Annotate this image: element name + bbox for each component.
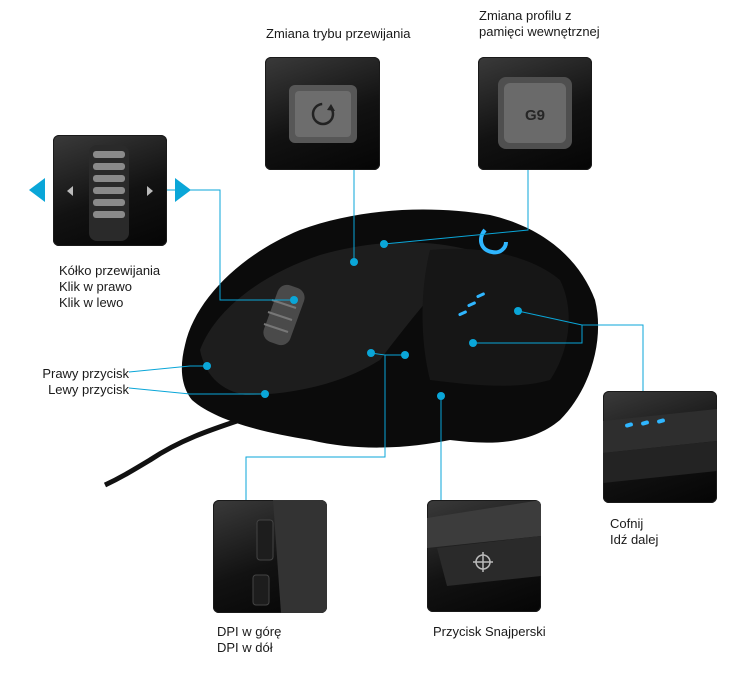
thumb-back-forward [603,391,717,503]
scroll-mode-icon [311,102,335,126]
crosshair-icon [473,552,493,572]
thumb-profile-button: G9 [478,57,592,170]
label-scroll-mode: Zmiana trybu przewijania [266,26,411,41]
g9-badge: G9 [525,107,545,124]
thumb-scroll-mode-button [265,57,380,170]
thumb-dpi-buttons [213,500,327,613]
tilt-left-icon [29,178,45,202]
label-main-buttons: Prawy przycisk Lewy przycisk [42,366,129,397]
scroll-wheel-closeup [67,145,153,241]
label-dpi: DPI w górę DPI w dół [217,624,282,655]
thumb-sniper-button [427,500,541,612]
label-scroll-wheel: Kółko przewijania Klik w prawo Klik w le… [59,263,161,310]
label-back-forward: Cofnij Idź dalej [610,516,659,547]
label-profile-switch: Zmiana profilu z pamięci wewnętrznej [479,8,600,39]
thumb-scroll-wheel [53,135,167,246]
label-sniper: Przycisk Snajperski [433,624,546,639]
